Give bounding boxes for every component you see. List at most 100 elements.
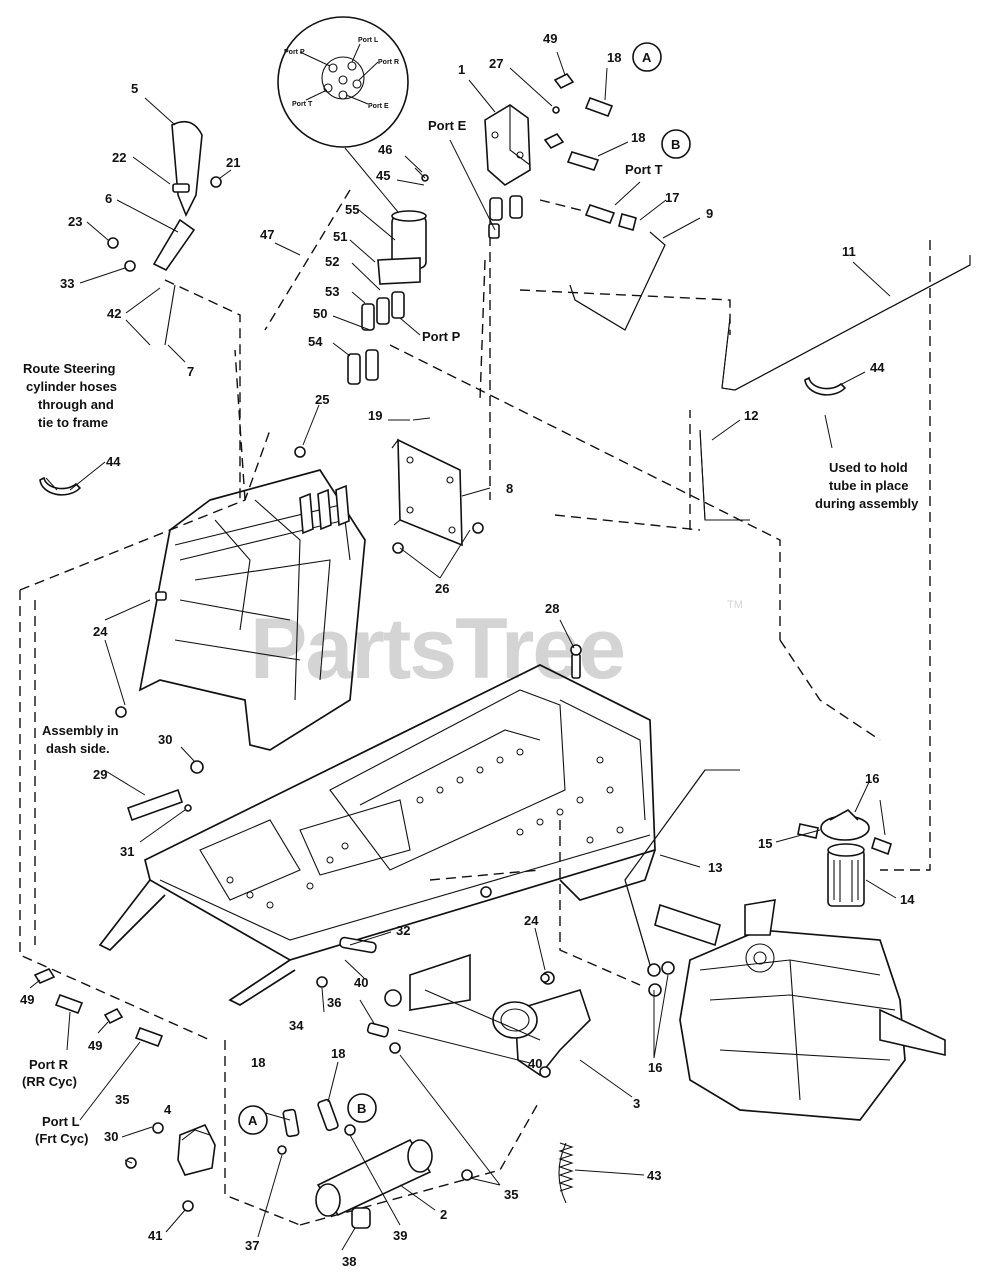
filter-assembly (797, 809, 892, 907)
main-frame (98, 664, 656, 1006)
ref-b-top: B (671, 137, 680, 152)
port-detail-l: Port L (358, 37, 379, 44)
ref-a-top: A (642, 50, 652, 65)
callout-44-right: 44 (870, 360, 885, 375)
callout-8: 8 (506, 481, 513, 496)
callout-30-top: 30 (158, 732, 172, 747)
callout-26: 26 (435, 581, 449, 596)
assembly-outlines (19, 189, 931, 1226)
callout-22: 22 (112, 150, 126, 165)
callout-37: 37 (245, 1238, 259, 1253)
callout-7: 7 (187, 364, 194, 379)
callout-45: 45 (376, 168, 390, 183)
port-detail-e: Port E (368, 103, 389, 110)
part-8-plate (294, 438, 484, 554)
callout-13: 13 (708, 860, 722, 875)
label-port-l-sub: (Frt Cyc) (35, 1131, 88, 1146)
callout-36: 36 (327, 995, 341, 1010)
label-port-e: Port E (428, 118, 467, 133)
callout-1: 1 (458, 62, 465, 77)
callout-18-a-bottom: 18 (251, 1055, 265, 1070)
callout-49-mid: 49 (88, 1038, 102, 1053)
callout-44-left: 44 (106, 454, 121, 469)
circled-refs: A B A B (238, 42, 691, 1135)
callout-39: 39 (393, 1228, 407, 1243)
label-port-l: Port L (42, 1114, 80, 1129)
callout-4: 4 (164, 1102, 172, 1117)
port-detail-p: Port P (284, 49, 305, 56)
callout-14: 14 (900, 892, 915, 907)
top-fittings (543, 72, 637, 231)
callout-16-bottom: 16 (648, 1060, 662, 1075)
steering-valve-group (347, 167, 429, 385)
hydraulic-tubes (569, 231, 971, 966)
callout-18-b-top: 18 (631, 130, 645, 145)
label-port-r: Port R (29, 1057, 69, 1072)
callout-27: 27 (489, 56, 503, 71)
callout-numbers: 1 2 3 4 5 6 7 8 9 11 12 13 14 15 16 16 1… (20, 31, 915, 1269)
port-detail-view: Port P Port L Port R Port T Port E (277, 16, 409, 213)
part-3-bracket (384, 953, 591, 1078)
dash-pedestal (138, 469, 366, 751)
callout-6: 6 (105, 191, 112, 206)
callout-25: 25 (315, 392, 329, 407)
callout-54: 54 (308, 334, 323, 349)
label-port-p: Port P (422, 329, 461, 344)
callout-2: 2 (440, 1207, 447, 1222)
watermark: PartsTree TM (250, 599, 743, 697)
ref-b-bottom: B (357, 1101, 366, 1116)
ref-a-bottom: A (248, 1113, 258, 1128)
callout-43: 43 (647, 1168, 661, 1183)
part-4-bracket (125, 1122, 216, 1212)
port-detail-t: Port T (292, 101, 313, 108)
callout-47: 47 (260, 227, 274, 242)
callout-3: 3 (633, 1096, 640, 1111)
callout-5: 5 (131, 81, 138, 96)
note-hold-line-3: during assembly (815, 496, 919, 511)
note-route-line-1: Route Steering (23, 361, 116, 376)
part-1-valve (484, 104, 531, 239)
callout-12: 12 (744, 408, 758, 423)
port-labels: Port E Port T Port P Port R (RR Cyc) Por… (22, 118, 663, 1146)
note-hold-line-2: tube in place (829, 478, 908, 493)
callout-23: 23 (68, 214, 82, 229)
callout-40-top: 40 (354, 975, 368, 990)
callout-49-left: 49 (20, 992, 34, 1007)
callout-18-a-top: 18 (607, 50, 621, 65)
part-44-clips (39, 376, 847, 496)
callout-41: 41 (148, 1228, 162, 1243)
callout-46: 46 (378, 142, 392, 157)
callout-30-bottom: 30 (104, 1129, 118, 1144)
part-29-switch (126, 760, 204, 822)
transaxle (647, 899, 946, 1121)
callout-31: 31 (120, 844, 134, 859)
callout-15: 15 (758, 836, 772, 851)
callout-28: 28 (545, 601, 559, 616)
frame-holes (226, 748, 624, 909)
watermark-text: PartsTree (250, 601, 624, 697)
callout-55: 55 (345, 202, 359, 217)
callout-42: 42 (107, 306, 121, 321)
callout-24-left: 24 (93, 624, 108, 639)
callout-51: 51 (333, 229, 347, 244)
callout-34: 34 (289, 1018, 304, 1033)
misc-small-parts (107, 120, 582, 1204)
callout-35-bottom: 35 (504, 1187, 518, 1202)
note-hold-line-1: Used to hold (829, 460, 908, 475)
callout-9: 9 (706, 206, 713, 221)
callout-52: 52 (325, 254, 339, 269)
note-route-line-4: tie to frame (38, 415, 108, 430)
callout-18-b-bottom: 18 (331, 1046, 345, 1061)
callout-19: 19 (368, 408, 382, 423)
callout-35-left: 35 (115, 1092, 129, 1107)
callout-24-bottom: 24 (524, 913, 539, 928)
notes: Route Steering cylinder hoses through an… (23, 361, 919, 756)
lower-left-fittings (33, 967, 164, 1048)
watermark-tm: TM (727, 599, 743, 611)
callout-17: 17 (665, 190, 679, 205)
callout-29: 29 (93, 767, 107, 782)
note-dash-line-1: Assembly in (42, 723, 119, 738)
callout-49-top: 49 (543, 31, 557, 46)
